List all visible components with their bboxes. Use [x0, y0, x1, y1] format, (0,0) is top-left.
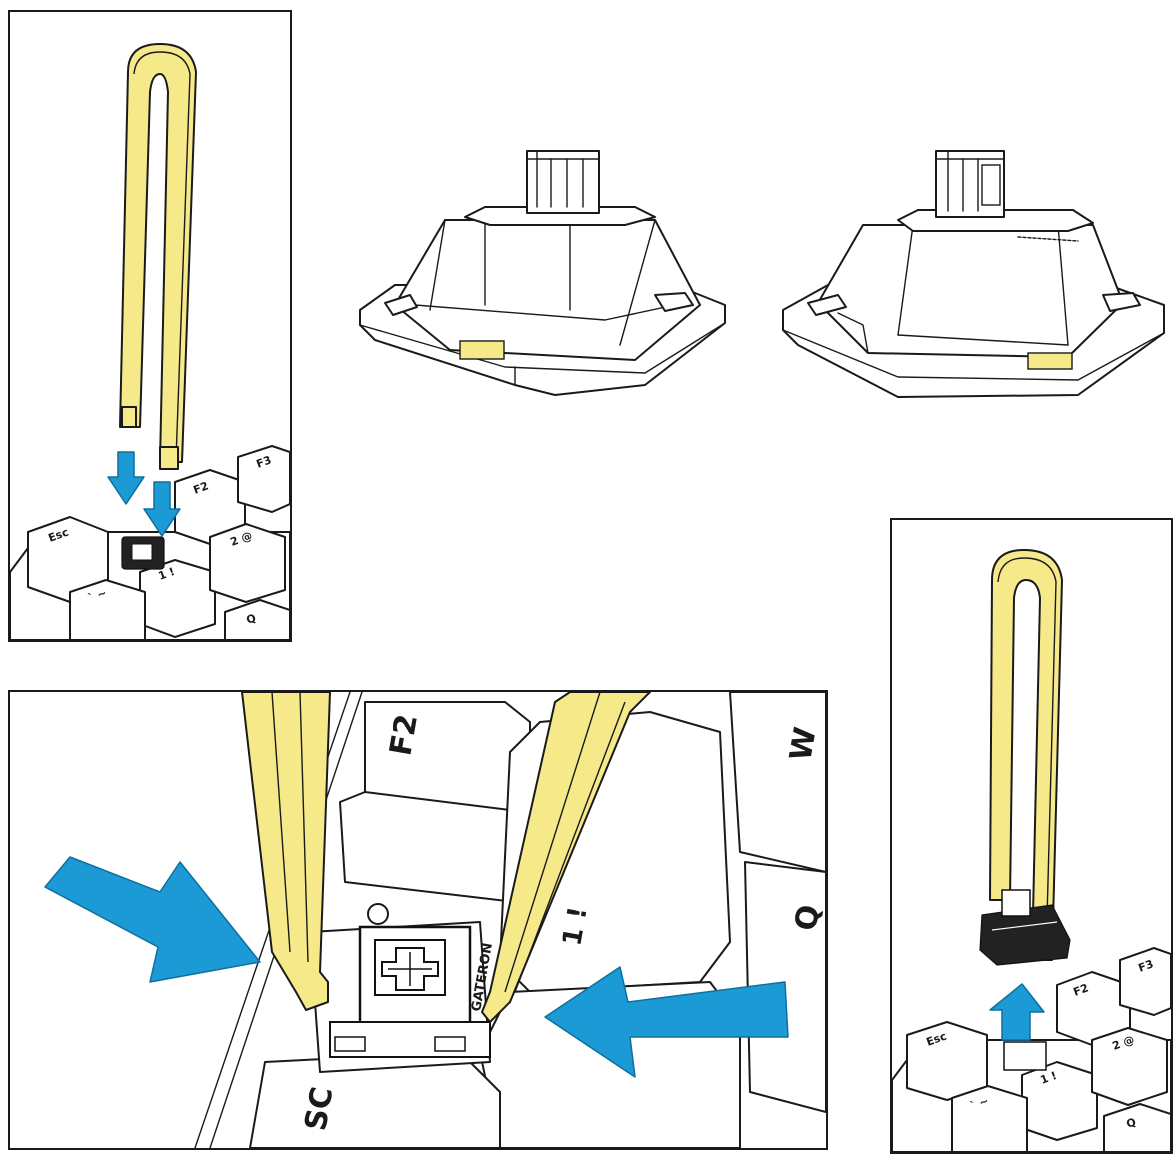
key-q-right	[1103, 1103, 1171, 1152]
down-arrow-right	[143, 481, 181, 537]
key-one	[139, 559, 216, 638]
keyboard-area: Esc F2 F3 1 ! 2 @ ` ~ Q	[10, 445, 290, 640]
key-one-right	[1021, 1061, 1098, 1141]
switch-body-closeup: GATERON	[329, 925, 496, 1058]
key-tilde-right-label: ` ~	[969, 1094, 991, 1113]
key-tilde-right	[951, 1085, 1028, 1152]
key-two	[209, 523, 286, 603]
remove-switch-illustration: Esc F2 F3 1 ! 2 @ ` ~ Q	[892, 549, 1171, 1152]
key-big-q-label: Q	[788, 902, 826, 933]
switch-latch-front	[459, 340, 505, 360]
keycap-puller-right	[989, 549, 1063, 961]
switch-back-view	[778, 145, 1170, 407]
key-f2-label: F2	[192, 479, 211, 496]
arrow-push-left	[544, 966, 789, 1078]
key-two-right	[1091, 1027, 1168, 1106]
screw-icon	[367, 903, 389, 925]
key-big-w-label: W	[783, 725, 823, 764]
panel-insert-puller: Esc F2 F3 1 ! 2 @ ` ~ Q	[8, 10, 292, 642]
switch-front-illustration	[359, 150, 726, 396]
keycap-puller	[119, 43, 197, 470]
key-big-one-label: 1 !	[557, 905, 593, 949]
key-f3-label: F3	[255, 453, 274, 470]
keyboard-area-right: Esc F2 F3 1 ! 2 @ ` ~ Q	[892, 947, 1171, 1152]
key-f3	[237, 445, 290, 513]
key-f3-right-label: F3	[1137, 957, 1156, 974]
insert-puller-illustration: Esc F2 F3 1 ! 2 @ ` ~ Q	[10, 43, 290, 640]
key-esc-right	[906, 1021, 988, 1101]
key-big-f2: F2	[339, 701, 531, 903]
up-arrow	[989, 983, 1045, 1041]
arrow-push-right	[44, 856, 261, 983]
key-q-label: Q	[245, 611, 258, 626]
panel-closeup-grip: F2 1 ! W Q SC GATERON	[8, 690, 828, 1150]
key-one-right-label: 1 !	[1039, 1069, 1059, 1087]
key-f2-right-label: F2	[1072, 981, 1091, 998]
removed-switch	[979, 889, 1071, 966]
key-q	[224, 599, 290, 640]
closeup-illustration: F2 1 ! W Q SC GATERON	[44, 692, 826, 1148]
down-arrow-left	[107, 451, 145, 505]
key-big-f2-label: F2	[383, 712, 425, 759]
key-q-right-label: Q	[1125, 1115, 1138, 1130]
switch-front-view	[355, 145, 730, 405]
switch-back-illustration	[782, 150, 1165, 398]
panel-remove-switch: Esc F2 F3 1 ! 2 @ ` ~ Q	[890, 518, 1173, 1154]
key-big-w	[729, 692, 826, 873]
key-f3-right	[1119, 947, 1171, 1016]
key-tilde	[69, 579, 146, 640]
key-tilde-label: ` ~	[87, 586, 109, 605]
key-big-esc-label: SC	[298, 1084, 340, 1133]
puller-arm-left	[241, 692, 331, 1011]
switch-latch-back	[1027, 352, 1073, 370]
